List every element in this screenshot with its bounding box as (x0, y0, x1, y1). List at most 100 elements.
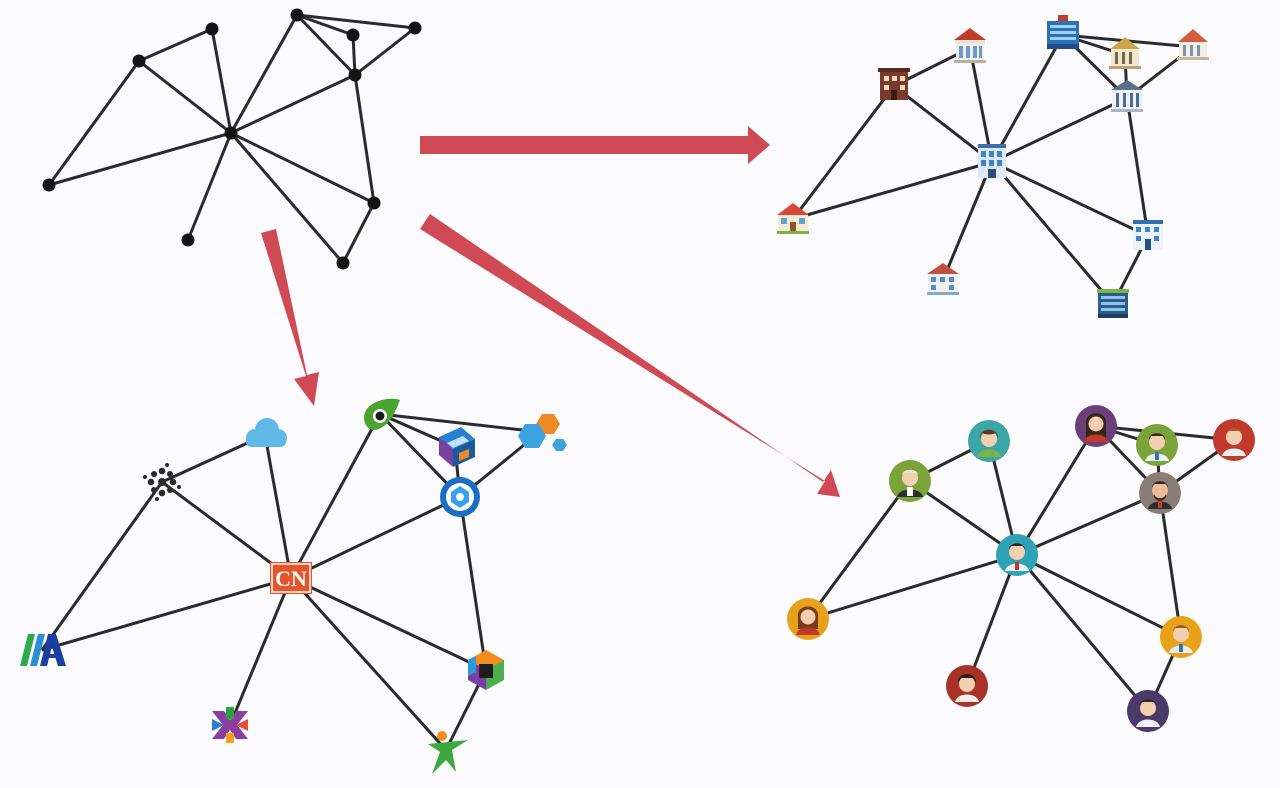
edge (341, 202, 376, 264)
city-hall-icon (1111, 80, 1143, 112)
man-gray-avatar-icon (1139, 472, 1181, 514)
edge (909, 479, 1018, 557)
node-dot (346, 28, 360, 42)
edge (965, 554, 1019, 687)
cn-logo-icon: CN (270, 562, 312, 594)
edge (1015, 425, 1098, 556)
woman-teal-avatar-icon (968, 420, 1010, 462)
arrows (261, 126, 840, 497)
edge (186, 132, 233, 241)
edge (791, 85, 896, 220)
edge (289, 413, 382, 579)
apartment-icon (927, 263, 959, 295)
logo-network: CN (20, 398, 567, 774)
abstract-network (42, 8, 422, 270)
edge (990, 161, 1115, 305)
edge (228, 577, 293, 726)
people-network (787, 405, 1255, 732)
edge (941, 161, 994, 281)
edge (353, 74, 376, 204)
edge (210, 28, 233, 134)
edge (41, 576, 292, 652)
museum-icon (1177, 29, 1209, 60)
edge (806, 480, 912, 620)
woman-orange-avatar-icon (787, 598, 829, 640)
node-dot (408, 21, 422, 35)
edge (47, 60, 141, 186)
cloud-logo-icon (246, 418, 287, 447)
x-cross-logo-icon (212, 707, 248, 743)
node-dot (290, 8, 304, 22)
node-dot (205, 22, 219, 36)
green-pin-logo-icon (364, 398, 400, 430)
node-dot (336, 256, 350, 270)
hospital-icon (1133, 220, 1163, 250)
edge (990, 34, 1065, 163)
edge (354, 26, 416, 77)
arrow-to-logos (261, 229, 319, 406)
stripes-logo-icon (20, 634, 66, 666)
node-dot (367, 196, 381, 210)
node-dot (181, 233, 195, 247)
hexagon-logo-icon (518, 414, 567, 451)
edge (893, 84, 993, 164)
green-figure-logo-icon (428, 731, 468, 774)
edge (40, 481, 164, 651)
courthouse-icon (1109, 37, 1141, 69)
edge (138, 27, 213, 63)
edge (138, 59, 232, 135)
edge (289, 576, 448, 752)
node-dot (132, 54, 146, 68)
node-dot (224, 126, 238, 140)
office-tower-icon (1047, 15, 1079, 49)
man-green-avatar-icon (889, 460, 931, 502)
warehouse-icon (1097, 289, 1129, 318)
edge (807, 553, 1018, 621)
man-orange-avatar-icon (1160, 616, 1202, 658)
cube-logo-icon (468, 650, 504, 690)
man-red-avatar-icon (1213, 419, 1255, 461)
node-dot (42, 178, 56, 192)
edge (161, 480, 292, 580)
edge (458, 496, 488, 671)
edge (296, 13, 354, 37)
blue-ring-logo-icon (440, 477, 480, 517)
arrow-to-buildings (420, 126, 770, 164)
dots-flower-logo-icon (143, 463, 181, 501)
man-center-avatar-icon (996, 534, 1038, 576)
person-red-avatar-icon (946, 665, 988, 707)
edge (991, 160, 1149, 238)
edge (230, 131, 375, 205)
man-purple-avatar-icon (1127, 690, 1169, 732)
edge (48, 131, 232, 187)
cn-logo-text: CN (275, 566, 307, 591)
blue-cube-logo-icon (439, 427, 475, 467)
edge (296, 13, 416, 30)
man-green2-avatar-icon (1136, 424, 1178, 466)
edge (1016, 491, 1161, 557)
edge (290, 576, 487, 672)
node-dot (348, 68, 362, 82)
central-office-icon (978, 144, 1006, 178)
edge (295, 13, 357, 77)
woman-purple-avatar-icon (1075, 405, 1117, 447)
arrow-to-people (420, 214, 840, 497)
edge (968, 47, 994, 163)
edge (379, 412, 541, 434)
edge (230, 73, 356, 135)
edge (290, 495, 461, 580)
edge (229, 14, 299, 134)
edge (991, 96, 1128, 164)
edge (792, 160, 993, 221)
edge (1125, 97, 1150, 237)
edge (1158, 492, 1183, 638)
edge (263, 434, 293, 579)
building-network (777, 15, 1209, 318)
edge (229, 132, 345, 264)
school-icon (777, 203, 809, 234)
edge (351, 34, 357, 76)
brick-building-icon (878, 68, 910, 100)
edge (1015, 554, 1150, 712)
edge (1016, 553, 1182, 639)
